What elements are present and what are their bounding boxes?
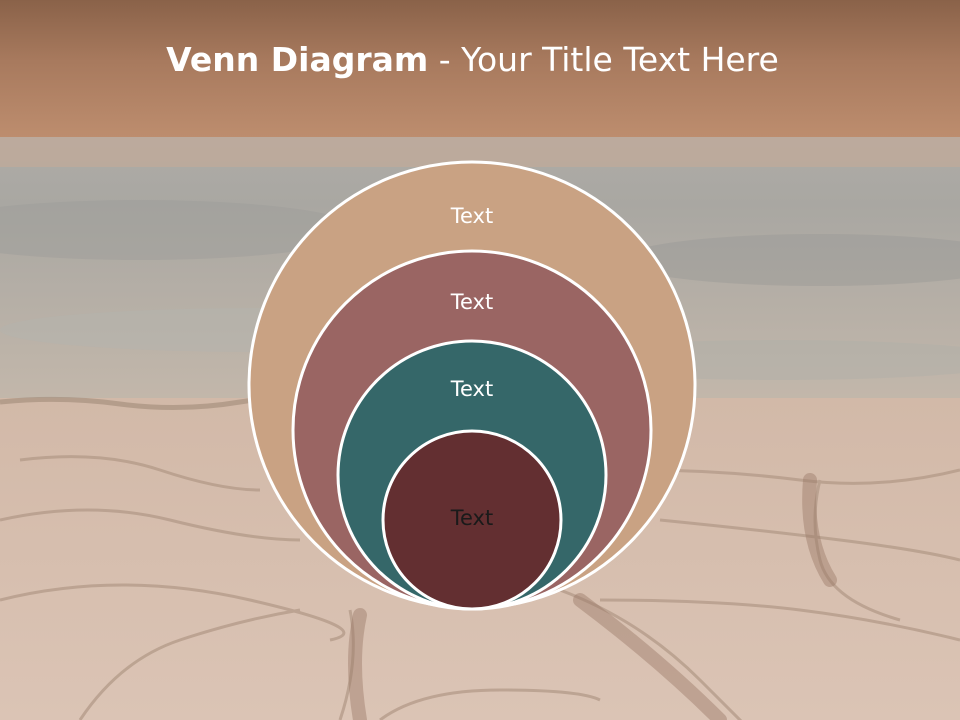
title-bold: Venn Diagram [166,40,429,79]
venn-circle-3-label: Text [450,377,493,401]
title-rest: - Your Title Text Here [428,40,779,79]
slide-title: Venn Diagram - Your Title Text Here [0,40,945,79]
venn-circle-1-label: Text [450,204,493,228]
title-bar [0,0,960,137]
venn-circle-2-label: Text [450,290,493,314]
venn-circle-4 [381,429,563,611]
venn-circle-4-label: Text [450,506,493,530]
